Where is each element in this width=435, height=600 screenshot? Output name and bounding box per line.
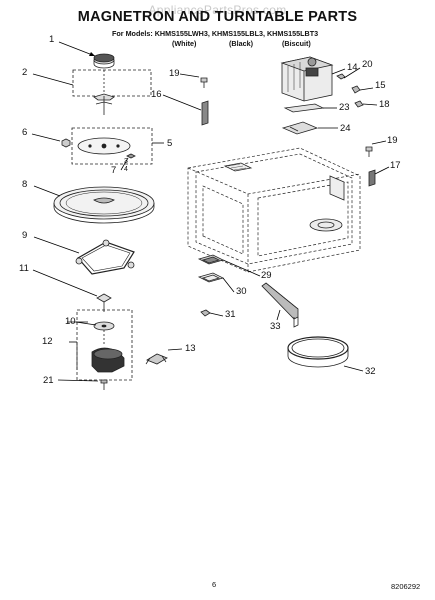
callout-4: 4 — [124, 166, 128, 173]
callout-30: 30 — [236, 286, 247, 297]
callout-5: 5 — [167, 138, 173, 149]
callout-19-right: 19 — [387, 135, 398, 146]
callout-31: 31 — [225, 309, 236, 320]
callout-33: 33 — [270, 321, 281, 332]
color-biscuit: (Biscuit) — [282, 39, 311, 48]
document-number: 8206292 — [391, 582, 421, 591]
watermark: AppliancePartsPros.com — [148, 3, 287, 17]
part-15-fuse-holder — [351, 85, 361, 94]
part-5-box — [71, 127, 153, 165]
callout-9: 9 — [22, 230, 28, 241]
callout-10: 10 — [65, 316, 76, 327]
color-black: (Black) — [229, 39, 253, 48]
callout-18: 18 — [379, 99, 390, 110]
part-19-screw — [200, 77, 208, 83]
callout-2: 2 — [22, 67, 28, 78]
part-16-strap — [201, 100, 209, 126]
callout-6: 6 — [22, 127, 28, 138]
part-33-bracket — [261, 282, 299, 328]
part-8-glass-tray — [53, 186, 155, 224]
callout-14: 14 — [347, 62, 358, 73]
callout-7: 7 — [111, 165, 117, 176]
callout-8: 8 — [22, 179, 28, 190]
part-31-screw — [200, 309, 211, 317]
callout-23: 23 — [339, 102, 350, 113]
callout-13: 13 — [185, 343, 196, 354]
part-23-plate — [283, 103, 325, 113]
callout-19-top: 19 — [169, 68, 180, 79]
page-title: MAGNETRON AND TURNTABLE PARTS — [77, 9, 358, 25]
callout-12: 12 — [42, 336, 53, 347]
part-2-box — [72, 69, 152, 97]
page-number: 6 — [212, 580, 217, 589]
oven-cavity-outline — [187, 147, 361, 273]
models-line: For Models: KHMS155LWH3, KHMS155LBL3, KH… — [112, 29, 319, 38]
callout-20: 20 — [362, 59, 373, 70]
part-17-bracket — [368, 169, 376, 187]
callout-15: 15 — [375, 80, 386, 91]
callout-24: 24 — [340, 123, 351, 134]
callout-29: 29 — [261, 270, 272, 281]
part-9-roller-ring — [75, 239, 135, 275]
callout-1: 1 — [49, 34, 55, 45]
callout-11: 11 — [19, 263, 29, 274]
part-11-coupler — [96, 293, 112, 303]
part-24-bracket — [281, 121, 319, 135]
callout-32: 32 — [365, 366, 376, 377]
callout-21: 21 — [43, 375, 54, 386]
callout-3: 3 — [124, 158, 128, 165]
part-6-screw — [61, 138, 71, 148]
part-12-turntable-motor — [91, 347, 125, 373]
part-1-coupler — [93, 53, 115, 69]
part-14-magnetron — [280, 56, 334, 102]
callout-17: 17 — [390, 160, 401, 171]
callout-16: 16 — [151, 89, 162, 100]
color-white: (White) — [172, 39, 197, 48]
part-32-turntable-ring — [287, 336, 349, 368]
